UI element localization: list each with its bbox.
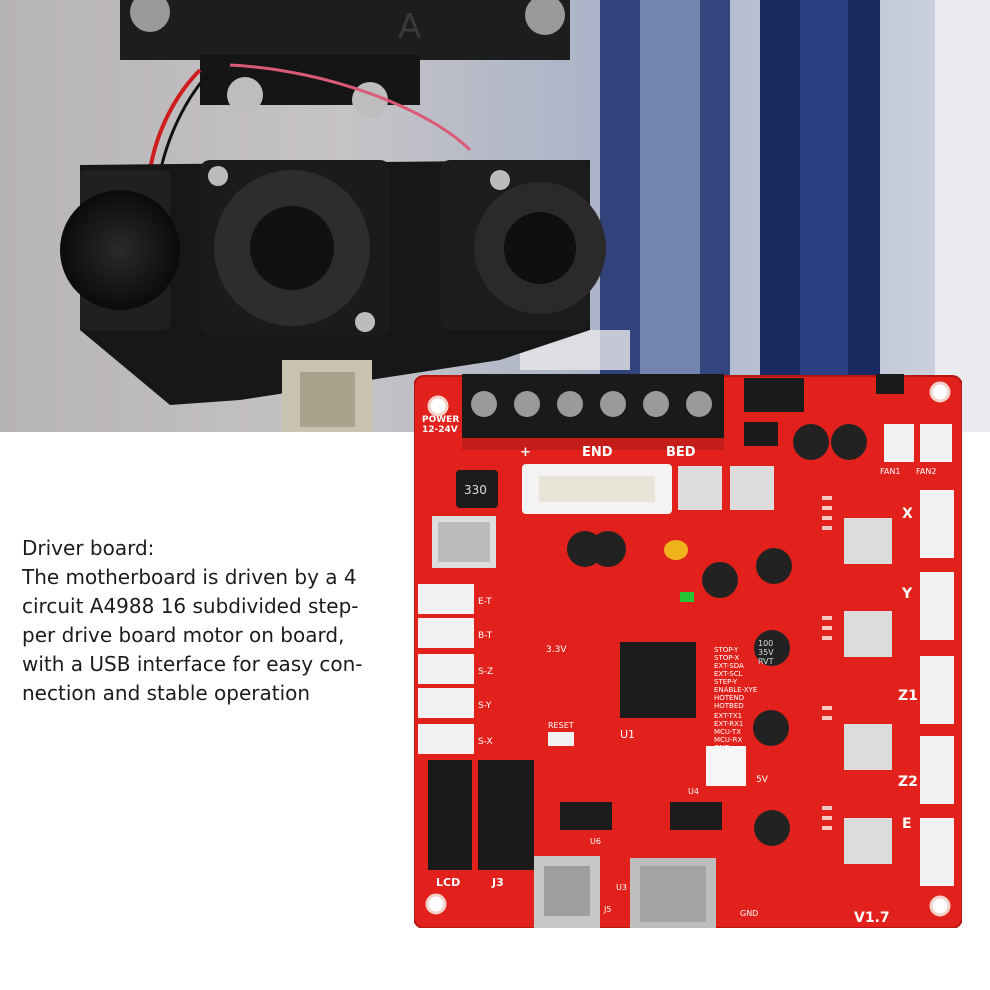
left-connector-label: S-X <box>478 737 493 747</box>
pin-label: HOTEND <box>714 694 744 702</box>
j3-label: J3 <box>491 876 504 889</box>
fan2-label: FAN2 <box>916 467 936 476</box>
pin-label: MCU-TX <box>714 728 741 736</box>
driver-board-photo: + END BED POWER 12-24V 330 FAN1 FAN2 <box>413 366 963 929</box>
svg-text:A: A <box>398 7 421 47</box>
axis-label-z1: Z1 <box>898 688 918 704</box>
version-label: V1.7 <box>854 910 890 926</box>
gnd-label: GND <box>740 909 758 918</box>
left-connector-label: E-T <box>478 597 492 607</box>
caption-line: with a USB interface for easy con- <box>22 652 363 676</box>
caption-line: nection and stable operation <box>22 681 311 705</box>
pin-label: ENABLE-XYE <box>714 686 757 694</box>
u6-label: U6 <box>590 837 601 846</box>
axis-label-e: E <box>902 816 912 832</box>
pin-label: STOP-X <box>714 654 739 662</box>
pin-label: EXT-SDA <box>714 662 744 670</box>
u4-label: U4 <box>688 787 699 796</box>
capacitor-text: 100 <box>758 639 773 648</box>
capacitor-text: RVT <box>758 657 774 666</box>
v5-label: 5V <box>756 775 769 785</box>
caption-line: The motherboard is driven by a 4 <box>22 565 357 589</box>
caption-line: per drive board motor on board, <box>22 623 345 647</box>
power-label: POWER <box>422 415 459 425</box>
pin-label: EXT-TX1 <box>714 712 742 720</box>
caption-title: Driver board: <box>22 536 155 560</box>
left-connector-label: B-T <box>478 631 493 641</box>
reset-button <box>548 732 574 746</box>
pin-label: EXT-SCL <box>714 670 743 678</box>
caption-line: circuit A4988 16 subdivided step- <box>22 594 359 618</box>
pin-label: STOP-Y <box>714 646 739 654</box>
pin-label: EXT-RX1 <box>714 720 743 728</box>
description-caption: Driver board: The motherboard is driven … <box>22 534 414 708</box>
plus-label: + <box>520 445 531 460</box>
hotend-photo: A <box>0 0 990 432</box>
j5-label: J5 <box>603 905 611 914</box>
axis-label-y: Y <box>901 586 913 602</box>
end-label: END <box>582 445 613 460</box>
bed-label: BED <box>666 445 696 460</box>
left-connector-label: S-Y <box>478 701 492 711</box>
left-connector-label: S-Z <box>478 667 493 677</box>
u1-label: U1 <box>620 728 635 741</box>
axis-label-x: X <box>902 506 913 522</box>
fan1-label: FAN1 <box>880 467 900 476</box>
pin-label: MCU-RX <box>714 736 742 744</box>
u3-label: U3 <box>616 883 627 892</box>
axis-label-z2: Z2 <box>898 774 918 790</box>
v33-label: 3.3V <box>546 645 567 655</box>
power-voltage-label: 12-24V <box>422 425 458 435</box>
capacitor-text: 35V <box>758 648 774 657</box>
lcd-label: LCD <box>436 876 460 889</box>
reset-label: RESET <box>548 721 574 730</box>
inductor-code: 330 <box>464 483 487 497</box>
pin-label: HOTBED <box>714 702 744 710</box>
pin-label: STEP-Y <box>714 678 738 686</box>
